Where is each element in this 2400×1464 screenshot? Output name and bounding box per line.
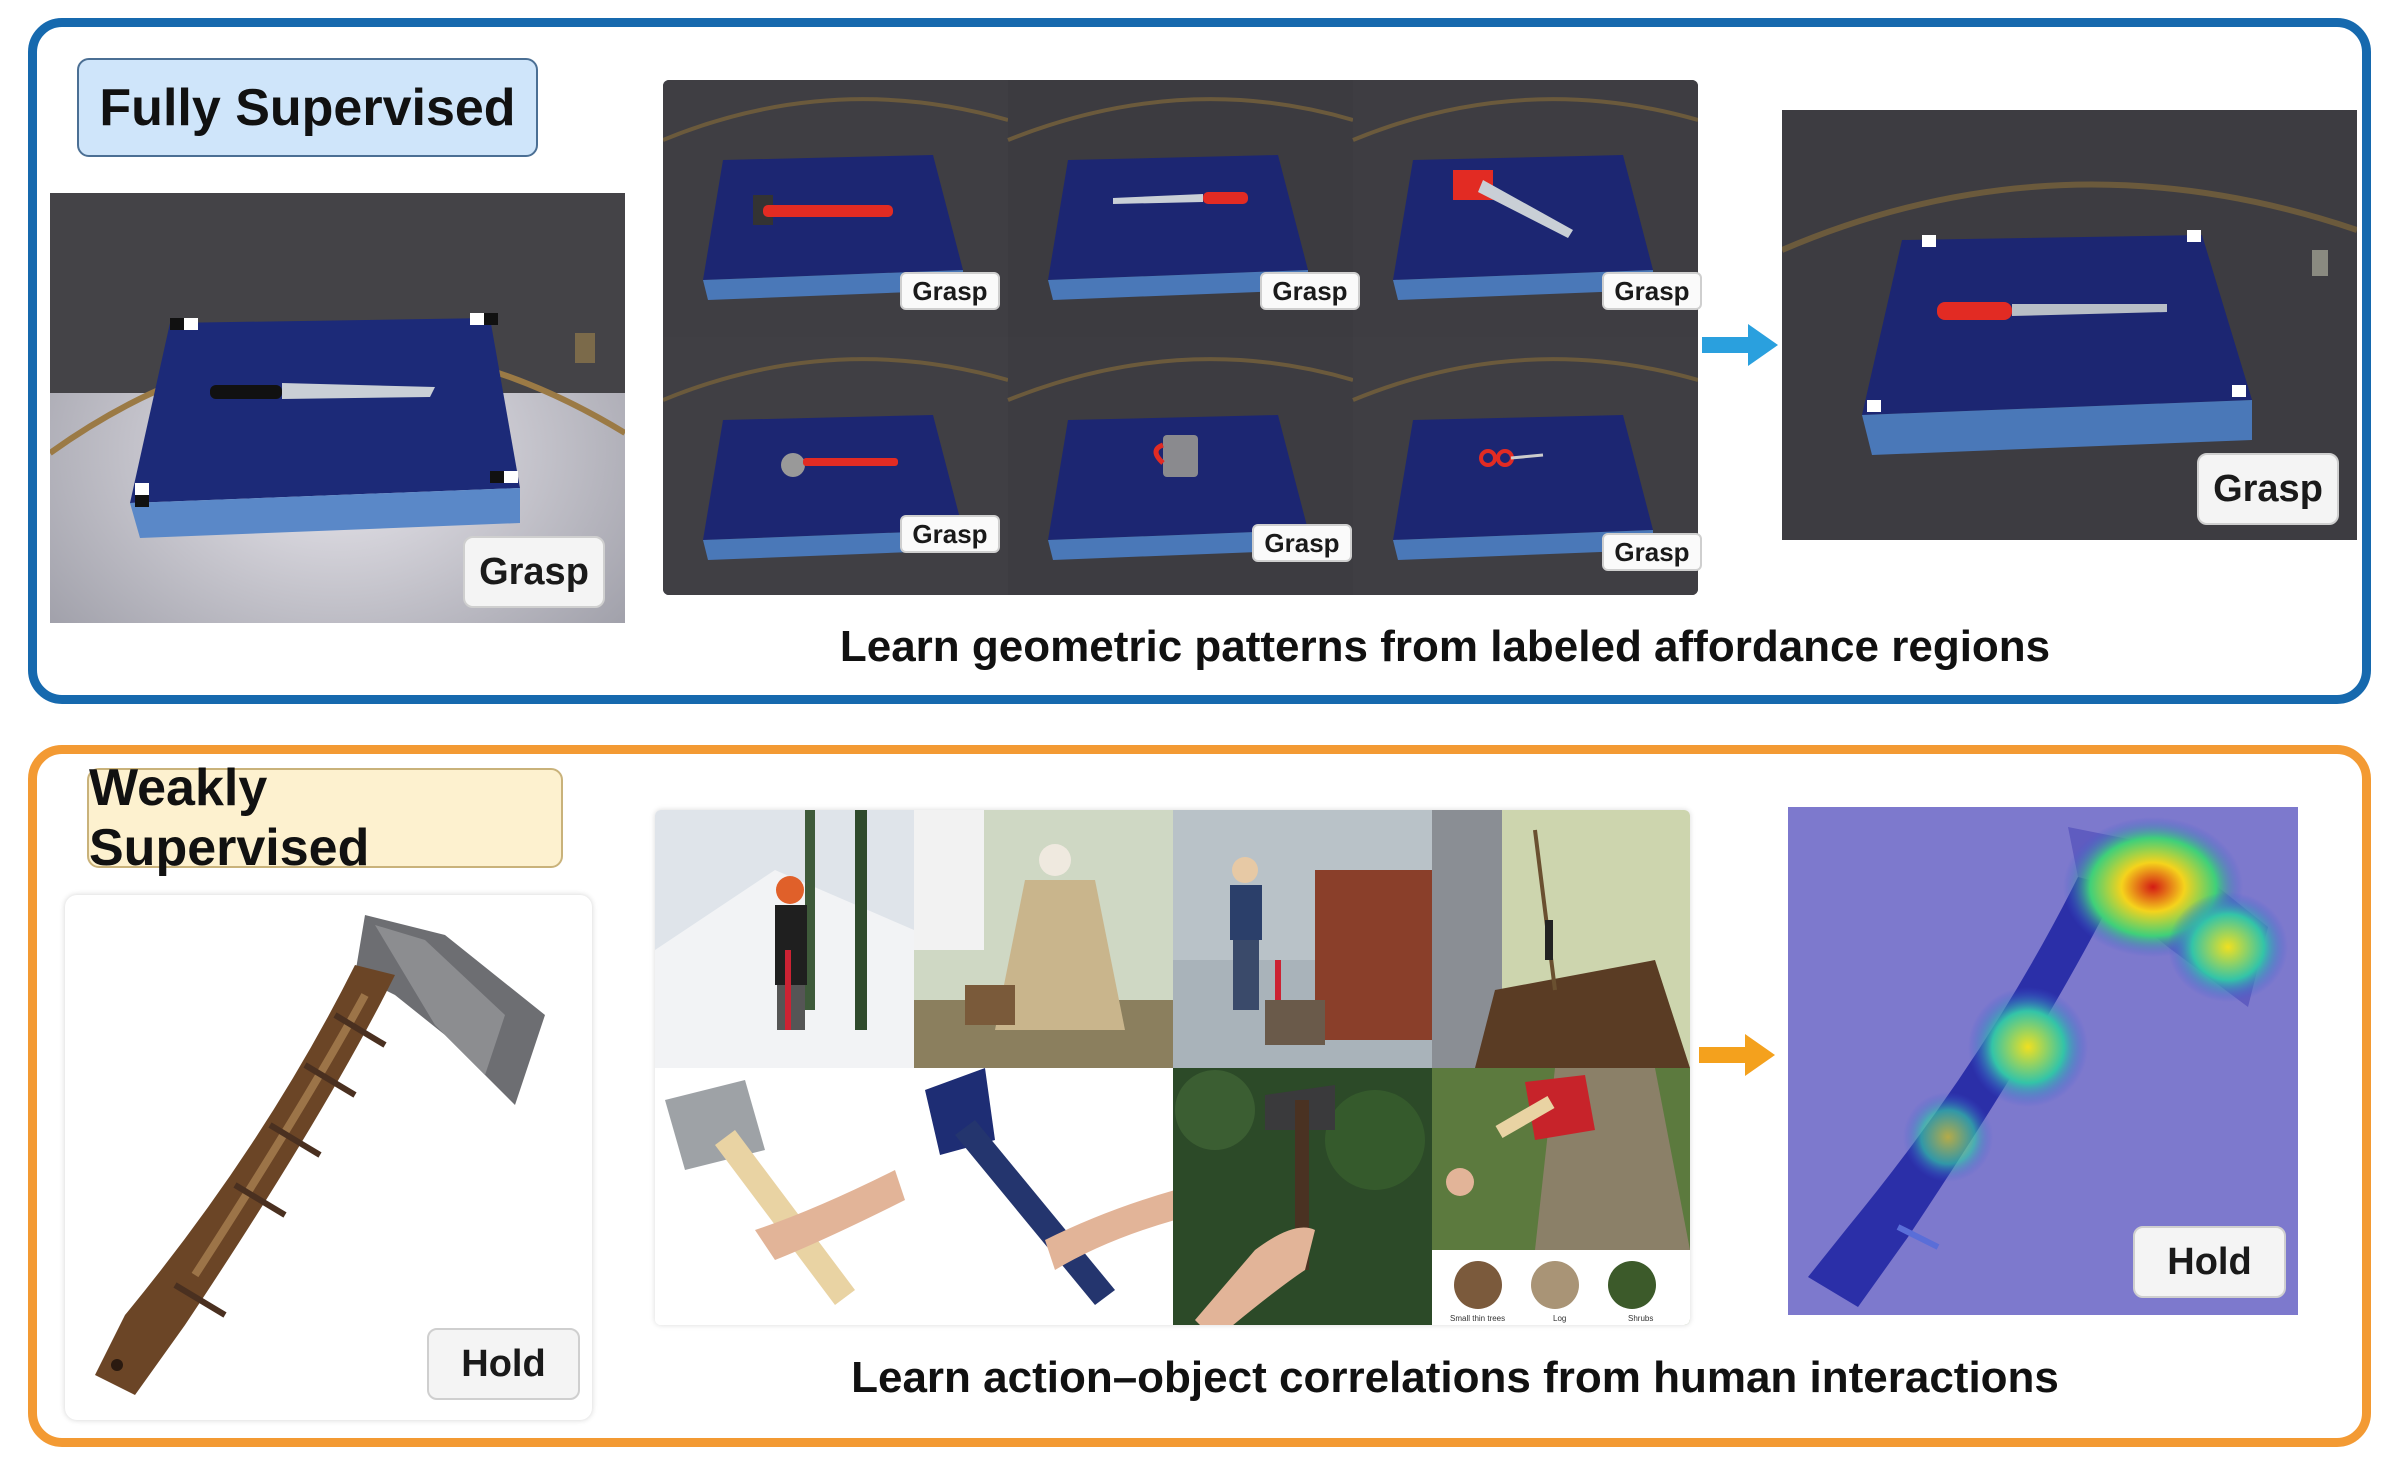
grasp-label-grid-5: Grasp <box>1252 524 1352 562</box>
hold-label-result: Hold <box>2133 1226 2286 1298</box>
grid-cell-ladle <box>663 337 1009 595</box>
grid-cell-axe-hand-2 <box>914 1068 1175 1325</box>
plant-caption-2: Log <box>1553 1314 1567 1323</box>
interaction-image-grid <box>655 810 1690 1325</box>
axe-photo <box>65 895 592 1420</box>
grasp-label-result: Grasp <box>2197 453 2339 525</box>
grasp-label-grid-4: Grasp <box>900 515 1000 553</box>
arrow-right-icon <box>1702 324 1778 366</box>
hold-label-left: Hold <box>427 1328 580 1400</box>
grid-cell-man-branches <box>1432 810 1690 1068</box>
grid-cell-mug <box>1007 337 1354 595</box>
plant-caption-3: Shrubs <box>1628 1314 1654 1323</box>
grasp-label-grid-1: Grasp <box>900 272 1000 310</box>
training-image-grid <box>663 80 1698 595</box>
knife-on-table-photo <box>50 193 625 623</box>
grid-cell-woman-snow <box>655 810 914 1068</box>
weakly-supervised-badge: Weakly Supervised <box>87 759 563 877</box>
grasp-label-grid-3: Grasp <box>1602 272 1702 310</box>
grasp-label-grid-6: Grasp <box>1602 533 1702 571</box>
grid-cell-axe-hand-1 <box>655 1068 914 1325</box>
grid-cell-boy-logs <box>1173 810 1432 1068</box>
arrow-right-icon <box>1699 1034 1775 1076</box>
affordance-result-photo <box>1782 110 2357 540</box>
grasp-label-grid-2: Grasp <box>1260 272 1360 310</box>
grid-cell-axe-path <box>1432 1068 1690 1325</box>
grid-cell-woman-chopping <box>914 810 1173 1068</box>
grid-cell-axe-forest <box>1173 1068 1432 1325</box>
plant-caption-1: Small thin trees <box>1450 1314 1506 1323</box>
grasp-label-left: Grasp <box>463 536 605 608</box>
weakly-supervised-caption: Learn action–object correlations from hu… <box>851 1353 2059 1402</box>
fully-supervised-caption: Learn geometric patterns from labeled af… <box>839 622 2051 671</box>
fully-supervised-badge: Fully Supervised <box>77 58 538 157</box>
